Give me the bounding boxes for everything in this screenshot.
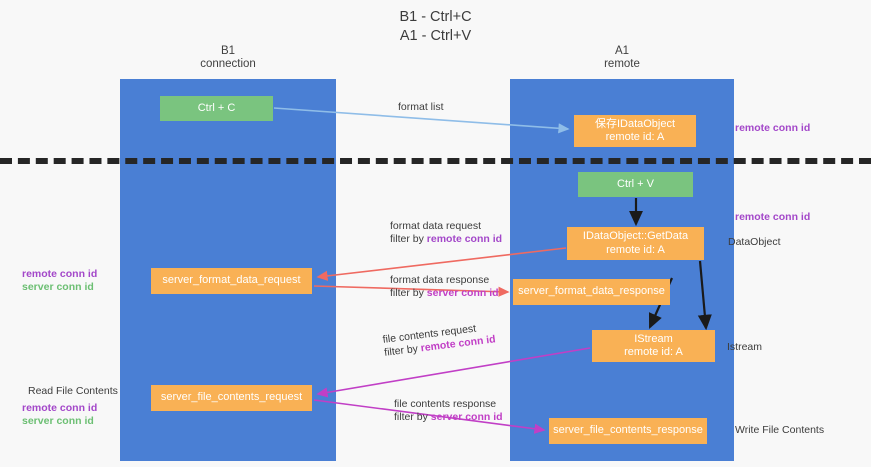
lane-header-b1: B1 connection [120,45,336,71]
node-server-format-data-response-label: server_format_data_response [518,285,665,298]
page-title: B1 - Ctrl+C A1 - Ctrl+V [0,8,871,46]
node-server-file-contents-request[interactable]: server_file_contents_request [151,385,312,411]
annotation-server-conn-id-left-mid: server conn id [22,281,94,293]
annotation-remote-conn-id-mid-text: remote conn id [735,211,811,223]
node-ctrl-v-label: Ctrl + V [617,177,654,190]
node-ctrl-v[interactable]: Ctrl + V [578,172,693,197]
lane-header-a1-role: remote [604,58,640,70]
edge-label-file-contents-response: file contents response filter by server … [394,398,503,424]
filter-key-server-conn-id: server conn id [430,411,503,423]
annotation-remote-conn-id-mid: remote conn id [735,211,810,224]
filter-prefix: filter by [394,411,431,423]
annotation-server-conn-id-left-bot: server conn id [22,415,94,427]
node-idataobject-getdata-title: IDataObject::GetData [582,230,689,242]
filter-prefix: filter by [390,287,427,299]
edge-label-format-list: format list [398,101,444,114]
annotation-remote-conn-id-top: remote conn id [735,122,810,135]
edge-label-file-contents-response-title: file contents response [394,398,497,410]
node-server-format-data-response[interactable]: server_format_data_response [513,279,670,305]
annotation-read-file-contents: Read File Contents [28,385,118,397]
filter-key-server-conn-id: server conn id [426,287,499,299]
edge-label-format-data-response: format data response filter by server co… [390,274,499,300]
annotation-istream: Istream [727,341,763,353]
node-save-idataobject-title: 保存IDataObject [594,117,676,130]
filter-key-remote-conn-id: remote conn id [426,233,503,245]
annotation-remote-conn-id-top-text: remote conn id [735,122,811,134]
lane-header-b1-role: connection [200,58,256,70]
annotation-write-file-contents: Write File Contents [735,424,825,436]
filter-prefix: filter by [390,233,427,245]
edge-label-format-data-response-filter: filter by server conn id [390,287,499,300]
node-idataobject-getdata-subtitle: remote id: A [606,243,665,256]
annotation-conn-ids-middle: remote conn id server conn id [22,268,97,294]
annotation-conn-ids-bottom: remote conn id server conn id [22,402,97,428]
node-server-format-data-request[interactable]: server_format_data_request [151,268,312,294]
annotation-remote-conn-id-left-bot: remote conn id [22,402,98,414]
edge-label-format-data-request: format data request filter by remote con… [390,220,502,246]
lane-header-a1-name: A1 [614,45,630,57]
node-istream[interactable]: IStream remote id: A [592,330,715,362]
title-line-1: B1 - Ctrl+C [399,9,472,25]
lane-header-a1: A1 remote [510,45,734,71]
title-line-2: A1 - Ctrl+V [399,28,472,44]
node-server-file-contents-response-label: server_file_contents_response [553,424,703,437]
node-idataobject-getdata[interactable]: IDataObject::GetData remote id: A [567,227,704,260]
lane-header-b1-name: B1 [220,45,236,57]
edge-label-format-data-request-title: format data request [390,220,482,232]
node-ctrl-c-label: Ctrl + C [197,101,236,114]
edge-label-file-contents-response-filter: filter by server conn id [394,411,503,424]
node-server-format-data-request-label: server_format_data_request [162,274,301,287]
node-save-idataobject[interactable]: 保存IDataObject remote id: A [574,115,696,147]
annotation-remote-conn-id-left-mid: remote conn id [22,268,98,280]
node-save-idataobject-subtitle: remote id: A [605,131,665,143]
edge-label-format-list-text: format list [398,101,444,113]
node-istream-title: IStream [634,332,673,345]
node-ctrl-c[interactable]: Ctrl + C [160,96,273,121]
edge-label-format-data-response-title: format data response [390,274,490,286]
edge-label-file-contents-request: file contents request filter by remote c… [382,320,496,359]
annotation-dataobject: DataObject [728,236,781,248]
phase-divider [0,158,871,164]
edge-label-format-data-request-filter: filter by remote conn id [390,233,502,246]
node-server-file-contents-response[interactable]: server_file_contents_response [549,418,707,444]
node-istream-subtitle: remote id: A [624,346,683,358]
node-server-file-contents-request-label: server_file_contents_request [160,391,303,404]
